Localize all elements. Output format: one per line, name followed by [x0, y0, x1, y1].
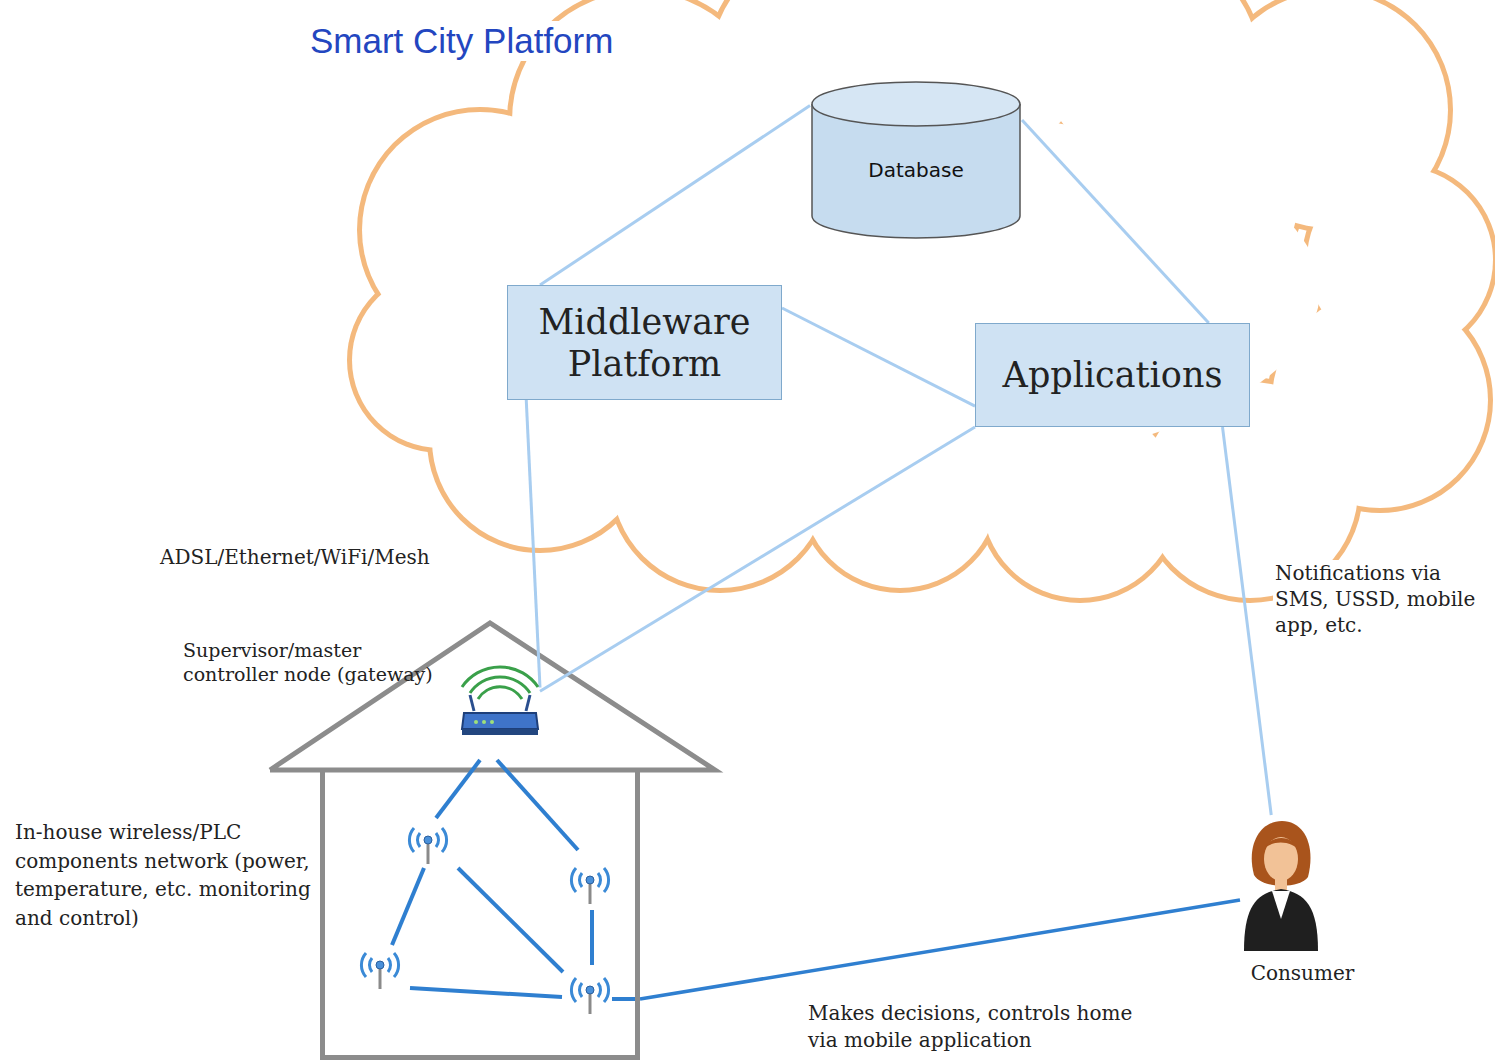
edge-label: ADSL/Ethernet/WiFi/Mesh [158, 545, 432, 569]
edge-label: Notifications via SMS, USSD, mobile app,… [1273, 560, 1495, 638]
node-text: Database [810, 158, 1022, 182]
connector-line [782, 308, 975, 406]
router-icon [460, 665, 540, 740]
connector-line [1022, 120, 1209, 323]
diagram-title: Smart City Platform [306, 21, 617, 61]
database-cylinder: Database [810, 80, 1022, 240]
consumer-node: Consumer [1240, 815, 1365, 985]
node-text: Applications [1003, 354, 1223, 396]
cloud-fill [352, 0, 1493, 598]
cloud-stroke [350, 0, 1495, 600]
node-text: Consumer [1240, 961, 1365, 985]
edge-label: Makes decisions, controls home via mobil… [806, 1000, 1155, 1054]
in-house-links [392, 760, 636, 999]
process-box: Applications [975, 323, 1250, 427]
person-icon [1240, 815, 1320, 955]
sensor-nodes [361, 828, 608, 1014]
gateway-node: Supervisor/master controller node (gatew… [460, 665, 540, 740]
connector-line [640, 900, 1240, 999]
connector-line [1223, 427, 1272, 815]
house-outline: In-house wireless/PLC components network… [320, 770, 640, 1060]
node-text: Middleware Platform [508, 301, 781, 385]
connector-line [540, 106, 810, 285]
process-box: Middleware Platform [507, 285, 782, 400]
cloud-core [480, 110, 1320, 470]
connector-line [526, 400, 540, 688]
connector-line [540, 427, 975, 691]
node-text: In-house wireless/PLC components network… [15, 818, 311, 932]
node-text: Supervisor/master controller node (gatew… [183, 638, 433, 686]
